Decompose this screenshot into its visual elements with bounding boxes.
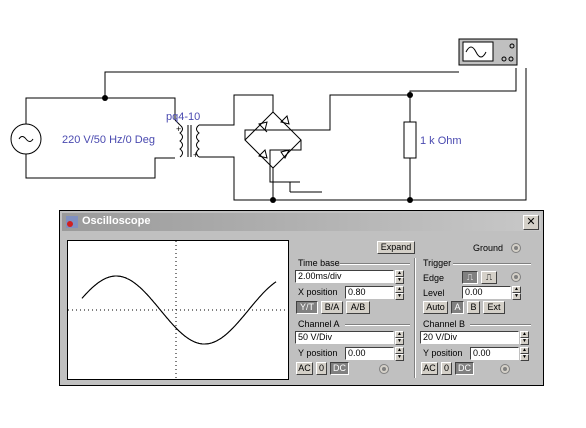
edge-falling-button[interactable]: ⎍ (481, 271, 497, 284)
channel-b-title: Channel B (423, 319, 466, 329)
channel-a-scale-field[interactable]: 50 V/Div (295, 331, 394, 344)
trigger-ext-button[interactable]: Ext (483, 301, 505, 314)
trigger-a-button[interactable]: A (451, 301, 464, 314)
ground-label: Ground (473, 243, 504, 253)
channel-a-ypos-field[interactable]: 0.00 (345, 347, 394, 360)
title-bar[interactable]: Oscilloscope ✕ (62, 213, 541, 231)
source-label: 220 V/50 Hz/0 Deg (62, 134, 155, 146)
timebase-title: Time base (298, 258, 340, 268)
oscilloscope-app-icon (66, 216, 78, 228)
channel-b-dc-button[interactable]: DC (455, 362, 474, 375)
channel-a-title: Channel A (298, 319, 340, 329)
waveform-display (68, 241, 288, 379)
trigger-title: Trigger (423, 258, 452, 268)
trigger-b-button[interactable]: B (467, 301, 480, 314)
expand-button[interactable]: Expand (377, 241, 415, 254)
channel-a-zero-button[interactable]: 0 (316, 362, 327, 375)
trace-channel-b (81, 275, 277, 345)
xpos-field[interactable]: 0.80 (345, 286, 394, 299)
timebase-stepper[interactable]: ▲▼ (395, 270, 404, 284)
level-field[interactable]: 0.00 (462, 286, 511, 299)
trigger-terminal[interactable] (511, 272, 521, 282)
channel-a-dc-button[interactable]: DC (330, 362, 349, 375)
mode-ba-button[interactable]: B/A (321, 301, 343, 314)
xpos-stepper[interactable]: ▲▼ (395, 286, 404, 300)
channel-b-scale-stepper[interactable]: ▲▼ (520, 331, 529, 345)
channel-b-ypos-field[interactable]: 0.00 (470, 347, 519, 360)
channel-b-ypos-stepper[interactable]: ▲▼ (520, 347, 529, 361)
channel-b-ac-button[interactable]: AC (421, 362, 438, 375)
channel-a-ypos-stepper[interactable]: ▲▼ (395, 347, 404, 361)
oscilloscope-instrument-icon (458, 38, 518, 66)
xpos-label: X position (298, 287, 338, 297)
channel-a-ac-button[interactable]: AC (296, 362, 313, 375)
channel-b-ypos-label: Y position (423, 348, 463, 358)
window-title: Oscilloscope (82, 215, 151, 227)
close-button[interactable]: ✕ (523, 215, 539, 230)
oscilloscope-window: Oscilloscope ✕ Expand Ground Time base 2… (59, 210, 544, 386)
svg-text:+: + (176, 124, 181, 134)
trigger-auto-button[interactable]: Auto (423, 301, 448, 314)
channel-a-ypos-label: Y position (298, 348, 338, 358)
mode-yt-button[interactable]: Y/T (296, 301, 318, 314)
transformer-label: pq4-10 (166, 111, 200, 123)
channel-b-zero-button[interactable]: 0 (441, 362, 452, 375)
resistor-label: 1 k Ohm (420, 135, 462, 147)
channel-a-terminal[interactable] (379, 364, 389, 374)
oscilloscope-screen (67, 240, 289, 380)
trace-channel-a (81, 275, 277, 345)
timebase-field[interactable]: 2.00ms/div (295, 270, 394, 283)
channel-b-terminal[interactable] (500, 364, 510, 374)
level-label: Level (423, 288, 445, 298)
svg-text:+: + (193, 150, 198, 160)
rising-edge-icon: ⎍ (466, 272, 474, 282)
channel-a-scale-stepper[interactable]: ▲▼ (395, 331, 404, 345)
channel-b-scale-field[interactable]: 20 V/Div (420, 331, 519, 344)
edge-label: Edge (423, 273, 445, 283)
ground-terminal[interactable] (511, 243, 521, 253)
edge-rising-button[interactable]: ⎍ (462, 271, 478, 284)
falling-edge-icon: ⎍ (485, 272, 493, 282)
level-stepper[interactable]: ▲▼ (512, 286, 521, 300)
mode-ab-button[interactable]: A/B (346, 301, 370, 314)
